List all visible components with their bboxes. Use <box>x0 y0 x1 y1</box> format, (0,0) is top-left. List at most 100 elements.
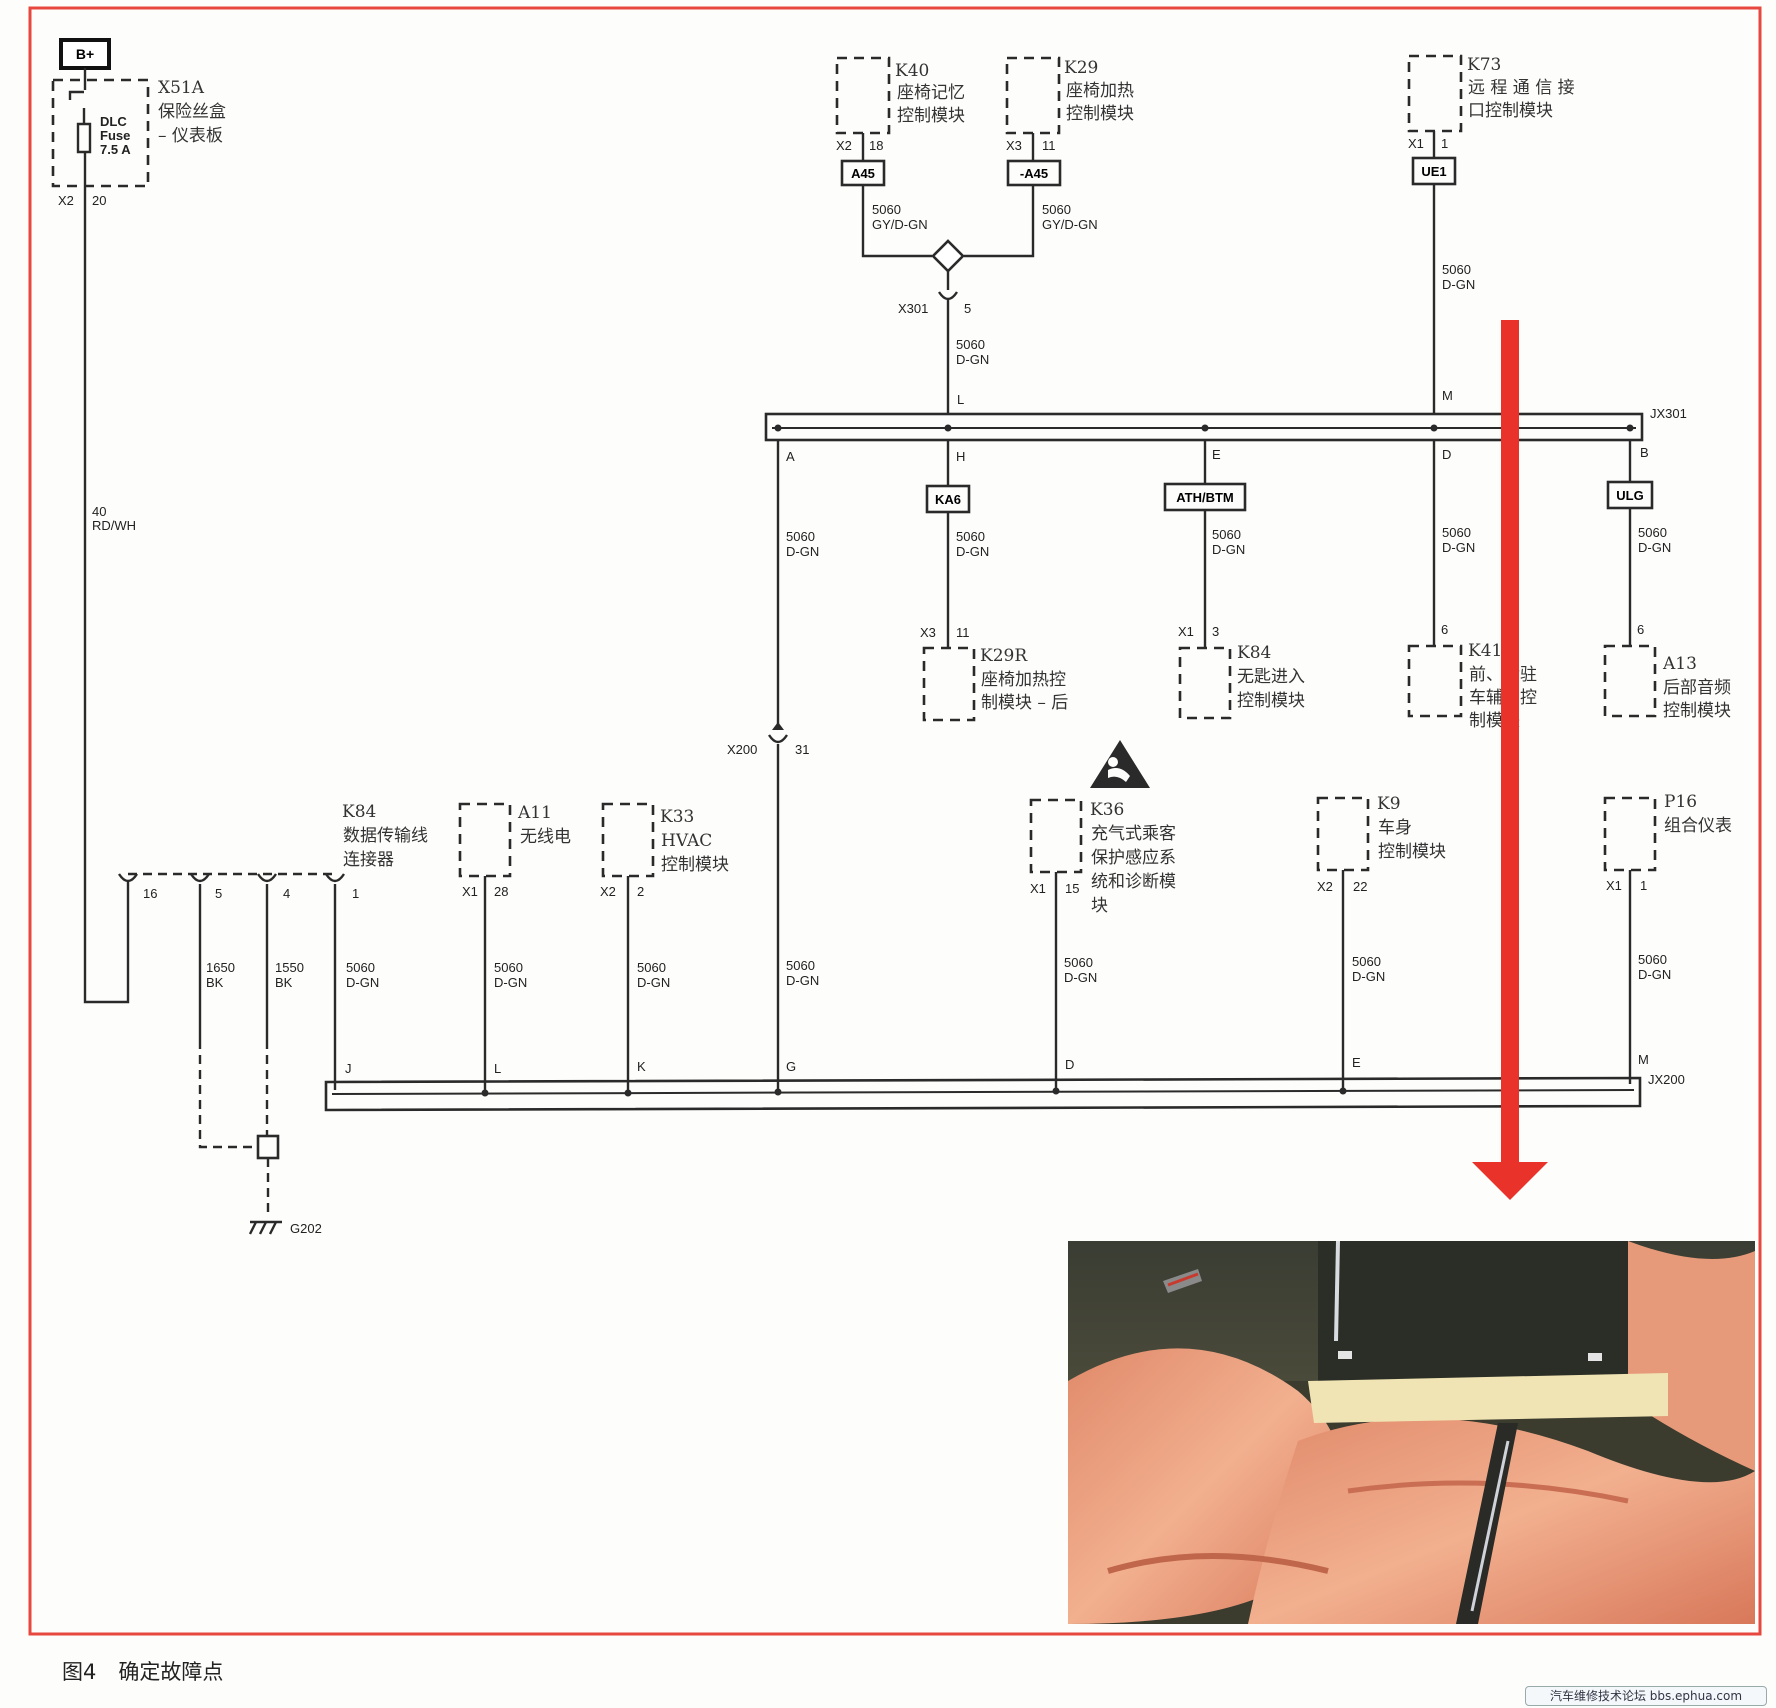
jx301-pin-a: A <box>786 449 795 464</box>
airbag-warning-icon <box>1090 740 1150 788</box>
k36-line4: 块 <box>1091 896 1108 916</box>
k36-line2: 保护感应系 <box>1091 848 1176 868</box>
a13-circuit: 5060 <box>1638 525 1667 540</box>
x200-lower-circuit: 5060 <box>786 958 815 973</box>
k40-line2: 控制模块 <box>897 106 965 126</box>
figure-number: 图4 <box>62 1660 97 1684</box>
k33-pin: 2 <box>637 884 644 899</box>
x200-conn: X200 <box>727 742 757 757</box>
dlc-pin-16: 16 <box>143 886 157 901</box>
a11-pin: 28 <box>494 884 508 899</box>
dlc-wire-color: D-GN <box>346 975 379 990</box>
jx200-label: JX200 <box>1648 1072 1685 1087</box>
k29r-ref: K29R <box>980 646 1028 666</box>
k40-ref: K40 <box>895 61 929 81</box>
k40-inline-label: A45 <box>851 166 875 181</box>
k9-conn: X2 <box>1317 879 1333 894</box>
jx200-pin-g: G <box>786 1059 796 1074</box>
a13-line2: 控制模块 <box>1663 701 1731 721</box>
jx301-pin-m: M <box>1442 388 1453 403</box>
k9-circuit: 5060 <box>1352 954 1381 969</box>
k84-keyless-module <box>1178 646 1232 720</box>
p16-pin: 1 <box>1640 878 1647 893</box>
p16-line1: 组合仪表 <box>1664 816 1732 836</box>
k36-module <box>1029 798 1083 874</box>
k29-circuit: 5060 <box>1042 202 1071 217</box>
figure-title: 确定故障点 <box>118 1660 224 1684</box>
jx301-label: JX301 <box>1650 406 1687 421</box>
splice-diamond <box>931 239 965 273</box>
fuse-line3: 7.5 A <box>100 142 131 157</box>
k29r-inline-label: KA6 <box>935 492 961 507</box>
k41-color: D-GN <box>1442 540 1475 555</box>
k9-ref: K9 <box>1377 794 1401 814</box>
k40-conn: X2 <box>836 138 852 153</box>
a13-line1: 后部音频 <box>1663 678 1731 698</box>
k40-color: GY/D-GN <box>872 217 928 232</box>
fuse-line1: DLC <box>100 114 127 129</box>
ground1-circuit: 1650 <box>206 960 235 975</box>
k36-line3: 统和诊断模 <box>1091 872 1176 892</box>
fuse-icon <box>68 90 92 154</box>
a11-circuit: 5060 <box>494 960 523 975</box>
jx200-bus <box>324 1076 1642 1112</box>
p16-ref: P16 <box>1664 792 1697 812</box>
k73-module <box>1407 54 1463 133</box>
x301-conn: X301 <box>898 301 928 316</box>
ground-label: G202 <box>290 1221 322 1236</box>
figure-frame <box>28 6 1762 1636</box>
k73-conn: X1 <box>1408 136 1424 151</box>
dlc-line2: 连接器 <box>343 850 394 870</box>
fuse-box-name1: 保险丝盒 <box>158 102 226 122</box>
k73-pin: 1 <box>1441 136 1448 151</box>
jx200-pin-e: E <box>1352 1055 1361 1070</box>
dlc-pin-1: 1 <box>352 886 359 901</box>
dlc-line1: 数据传输线 <box>343 826 428 846</box>
power-wire <box>83 200 130 1004</box>
p16-color: D-GN <box>1638 967 1671 982</box>
ground2-color: BK <box>275 975 293 990</box>
x200-lower-color: D-GN <box>786 973 819 988</box>
k40-circuit: 5060 <box>872 202 901 217</box>
a11-ref: A11 <box>517 803 552 823</box>
k29r-pin: 11 <box>956 625 970 640</box>
jx301-pin-b: B <box>1640 445 1649 460</box>
k9-line1: 车身 <box>1378 818 1412 838</box>
k73-inline-label: UE1 <box>1421 164 1446 179</box>
k9-line2: 控制模块 <box>1378 842 1446 862</box>
k40-pin: 18 <box>869 138 883 153</box>
k40-module <box>835 56 891 135</box>
x200-pin: 31 <box>795 742 809 757</box>
ground2-circuit: 1550 <box>275 960 304 975</box>
fuse-box-ref: X51A <box>158 78 205 98</box>
fault-arrow <box>1472 320 1548 1200</box>
k9-color: D-GN <box>1352 969 1385 984</box>
k73-ref: K73 <box>1467 55 1501 75</box>
power-wire-circuit: 40 <box>92 504 106 519</box>
k73-line1: 远 程 通 信 接 <box>1468 78 1575 98</box>
x301-color: D-GN <box>956 352 989 367</box>
fuse-box-outline <box>51 78 150 188</box>
jx301-pin-h: H <box>956 449 965 464</box>
k36-ref: K36 <box>1090 800 1124 820</box>
k29-module <box>1005 56 1061 135</box>
k33-circuit: 5060 <box>637 960 666 975</box>
x301-circuit: 5060 <box>956 337 985 352</box>
k33-line2: 控制模块 <box>661 855 729 875</box>
k84-keyless-pin: 3 <box>1212 624 1219 639</box>
jx200-pin-d: D <box>1065 1057 1074 1072</box>
k73-inline-box <box>1411 156 1457 186</box>
k29-ref: K29 <box>1064 58 1098 78</box>
k84-keyless-line2: 控制模块 <box>1237 691 1305 711</box>
p16-module <box>1603 796 1657 872</box>
dlc-pin-5: 5 <box>215 886 222 901</box>
fuse-pin: 20 <box>92 193 106 208</box>
ground-icon <box>248 1220 282 1235</box>
ground-splice <box>256 1134 280 1160</box>
k41-ref: K41 <box>1468 641 1502 661</box>
a11-conn: X1 <box>462 884 478 899</box>
k36-conn: X1 <box>1030 881 1046 896</box>
k41-circuit: 5060 <box>1442 525 1471 540</box>
